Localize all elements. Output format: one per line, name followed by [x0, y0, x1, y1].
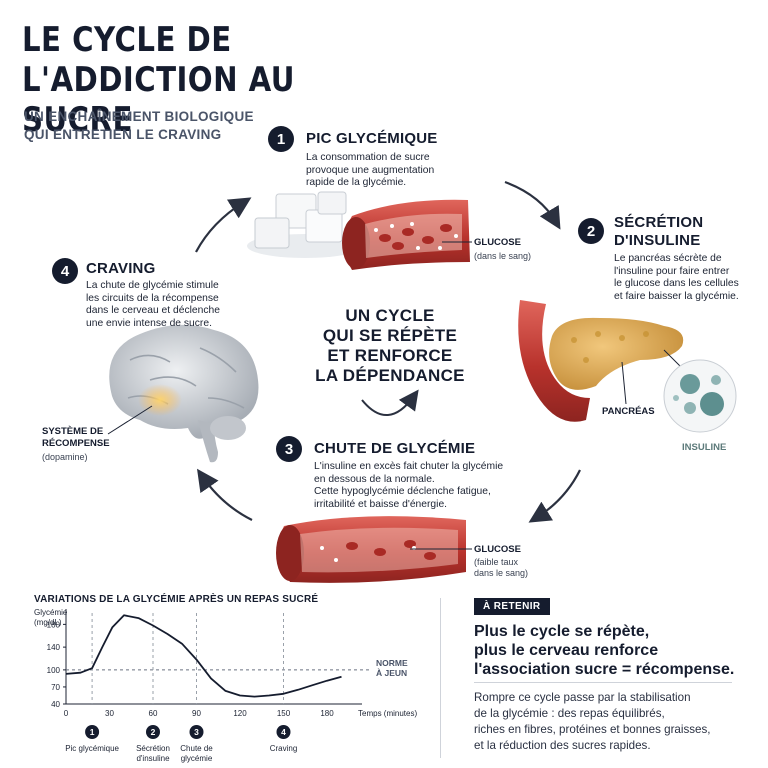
y-axis-label: Glycémie(mg/dL)	[34, 608, 68, 627]
glucose-top-label: GLUCOSE	[474, 237, 521, 248]
step-3-title: CHUTE DE GLYCÉMIE	[314, 440, 476, 457]
retenir-tag: À RETENIR	[474, 598, 550, 615]
reward-system-sublabel: (dopamine)	[42, 452, 88, 462]
cycle-arrow-2	[528, 469, 581, 523]
step-4-title: CRAVING	[86, 260, 156, 277]
step-1-title: PIC GLYCÉMIQUE	[306, 130, 438, 147]
brain-icon	[107, 324, 259, 463]
y-tick-label: 40	[51, 700, 60, 709]
marker-badge	[85, 725, 100, 739]
x-tick-label: 150	[277, 709, 291, 718]
y-tick-label: 140	[47, 643, 61, 652]
y-tick-label: 70	[51, 683, 60, 692]
cycle-arrow-3	[197, 468, 253, 521]
page-title: LE CYCLE DE L'ADDICTION AU SUCRE	[22, 20, 295, 140]
marker-number: 3	[194, 727, 199, 737]
retenir-rule	[474, 682, 732, 683]
sugar-cubes-icon	[247, 191, 363, 258]
blood-vessel-bottom-icon	[276, 516, 472, 583]
x-tick-label: 60	[149, 709, 158, 718]
marker-number: 2	[151, 727, 156, 737]
x-tick-label: 180	[320, 709, 334, 718]
insulin-cells-icon	[663, 359, 737, 433]
cycle-arrow-4	[195, 197, 252, 253]
step-4-description: La chute de glycémie stimule les circuit…	[86, 280, 220, 329]
marker-badge	[146, 725, 160, 739]
step-2-title: SÉCRÉTION D'INSULINE	[614, 214, 704, 249]
step-4-badge: 4	[52, 258, 78, 284]
chart-title: VARIATIONS DE LA GLYCÉMIE APRÈS UN REPAS…	[34, 594, 319, 605]
retenir-headline: Plus le cycle se répète, plus le cerveau…	[474, 623, 735, 678]
retenir-body: Rompre ce cycle passe par la stabilisati…	[474, 691, 711, 752]
marker-badge	[276, 725, 291, 739]
glucose-bottom-label: GLUCOSE	[474, 544, 521, 555]
marker-label: Craving	[270, 744, 298, 753]
step-2-badge: 2	[578, 218, 604, 244]
reward-system-label: SYSTÈME DE RÉCOMPENSE	[42, 426, 110, 449]
pancreas-icon	[518, 300, 691, 422]
glycemia-series-line	[65, 614, 342, 698]
step-3-description: L'insuline en excès fait chuter la glycé…	[314, 461, 504, 510]
marker-number: 1	[90, 727, 95, 737]
x-tick-label: 120	[233, 709, 247, 718]
glucose-bottom-sublabel: (faible taux dans le sang)	[474, 557, 529, 578]
glycemia-chart: Glycémie(mg/dL) 40 70 100 140 180 0 30 60 90 120 15…	[34, 608, 417, 763]
cycle-center-text: UN CYCLE QUI SE RÉPÈTE ET RENFORCE LA DÉ…	[315, 306, 465, 385]
marker-label: Pic glycémique	[65, 744, 119, 753]
pancreas-label: PANCRÉAS	[602, 406, 655, 417]
cycle-illustration	[107, 180, 737, 583]
step-2-description: Le pancréas sécrète de l'insuline pour f…	[614, 253, 739, 302]
marker-number: 4	[281, 727, 286, 737]
blood-vessel-top-icon	[342, 199, 472, 270]
x-tick-label: 90	[192, 709, 201, 718]
step-1-description: La consommation de sucre provoque une au…	[306, 152, 435, 188]
insuline-label: INSULINE	[682, 442, 727, 453]
center-cycle-arrow-icon	[361, 389, 419, 417]
y-tick-label: 180	[47, 620, 61, 629]
step-3-badge: 3	[276, 436, 302, 462]
section-divider	[440, 598, 441, 758]
step-1-badge: 1	[268, 126, 294, 152]
x-axis-label: Temps (minutes)	[358, 709, 417, 718]
y-tick-label: 100	[47, 666, 61, 675]
page-subtitle: UN ENCHAÎNEMENT BIOLOGIQUE QUI ENTRETIEN…	[24, 109, 254, 142]
x-tick-label: 30	[105, 709, 114, 718]
x-tick-label: 0	[64, 709, 69, 718]
marker-badge	[189, 725, 204, 739]
cycle-arrow-1	[504, 180, 561, 230]
glucose-top-sublabel: (dans le sang)	[474, 251, 532, 261]
